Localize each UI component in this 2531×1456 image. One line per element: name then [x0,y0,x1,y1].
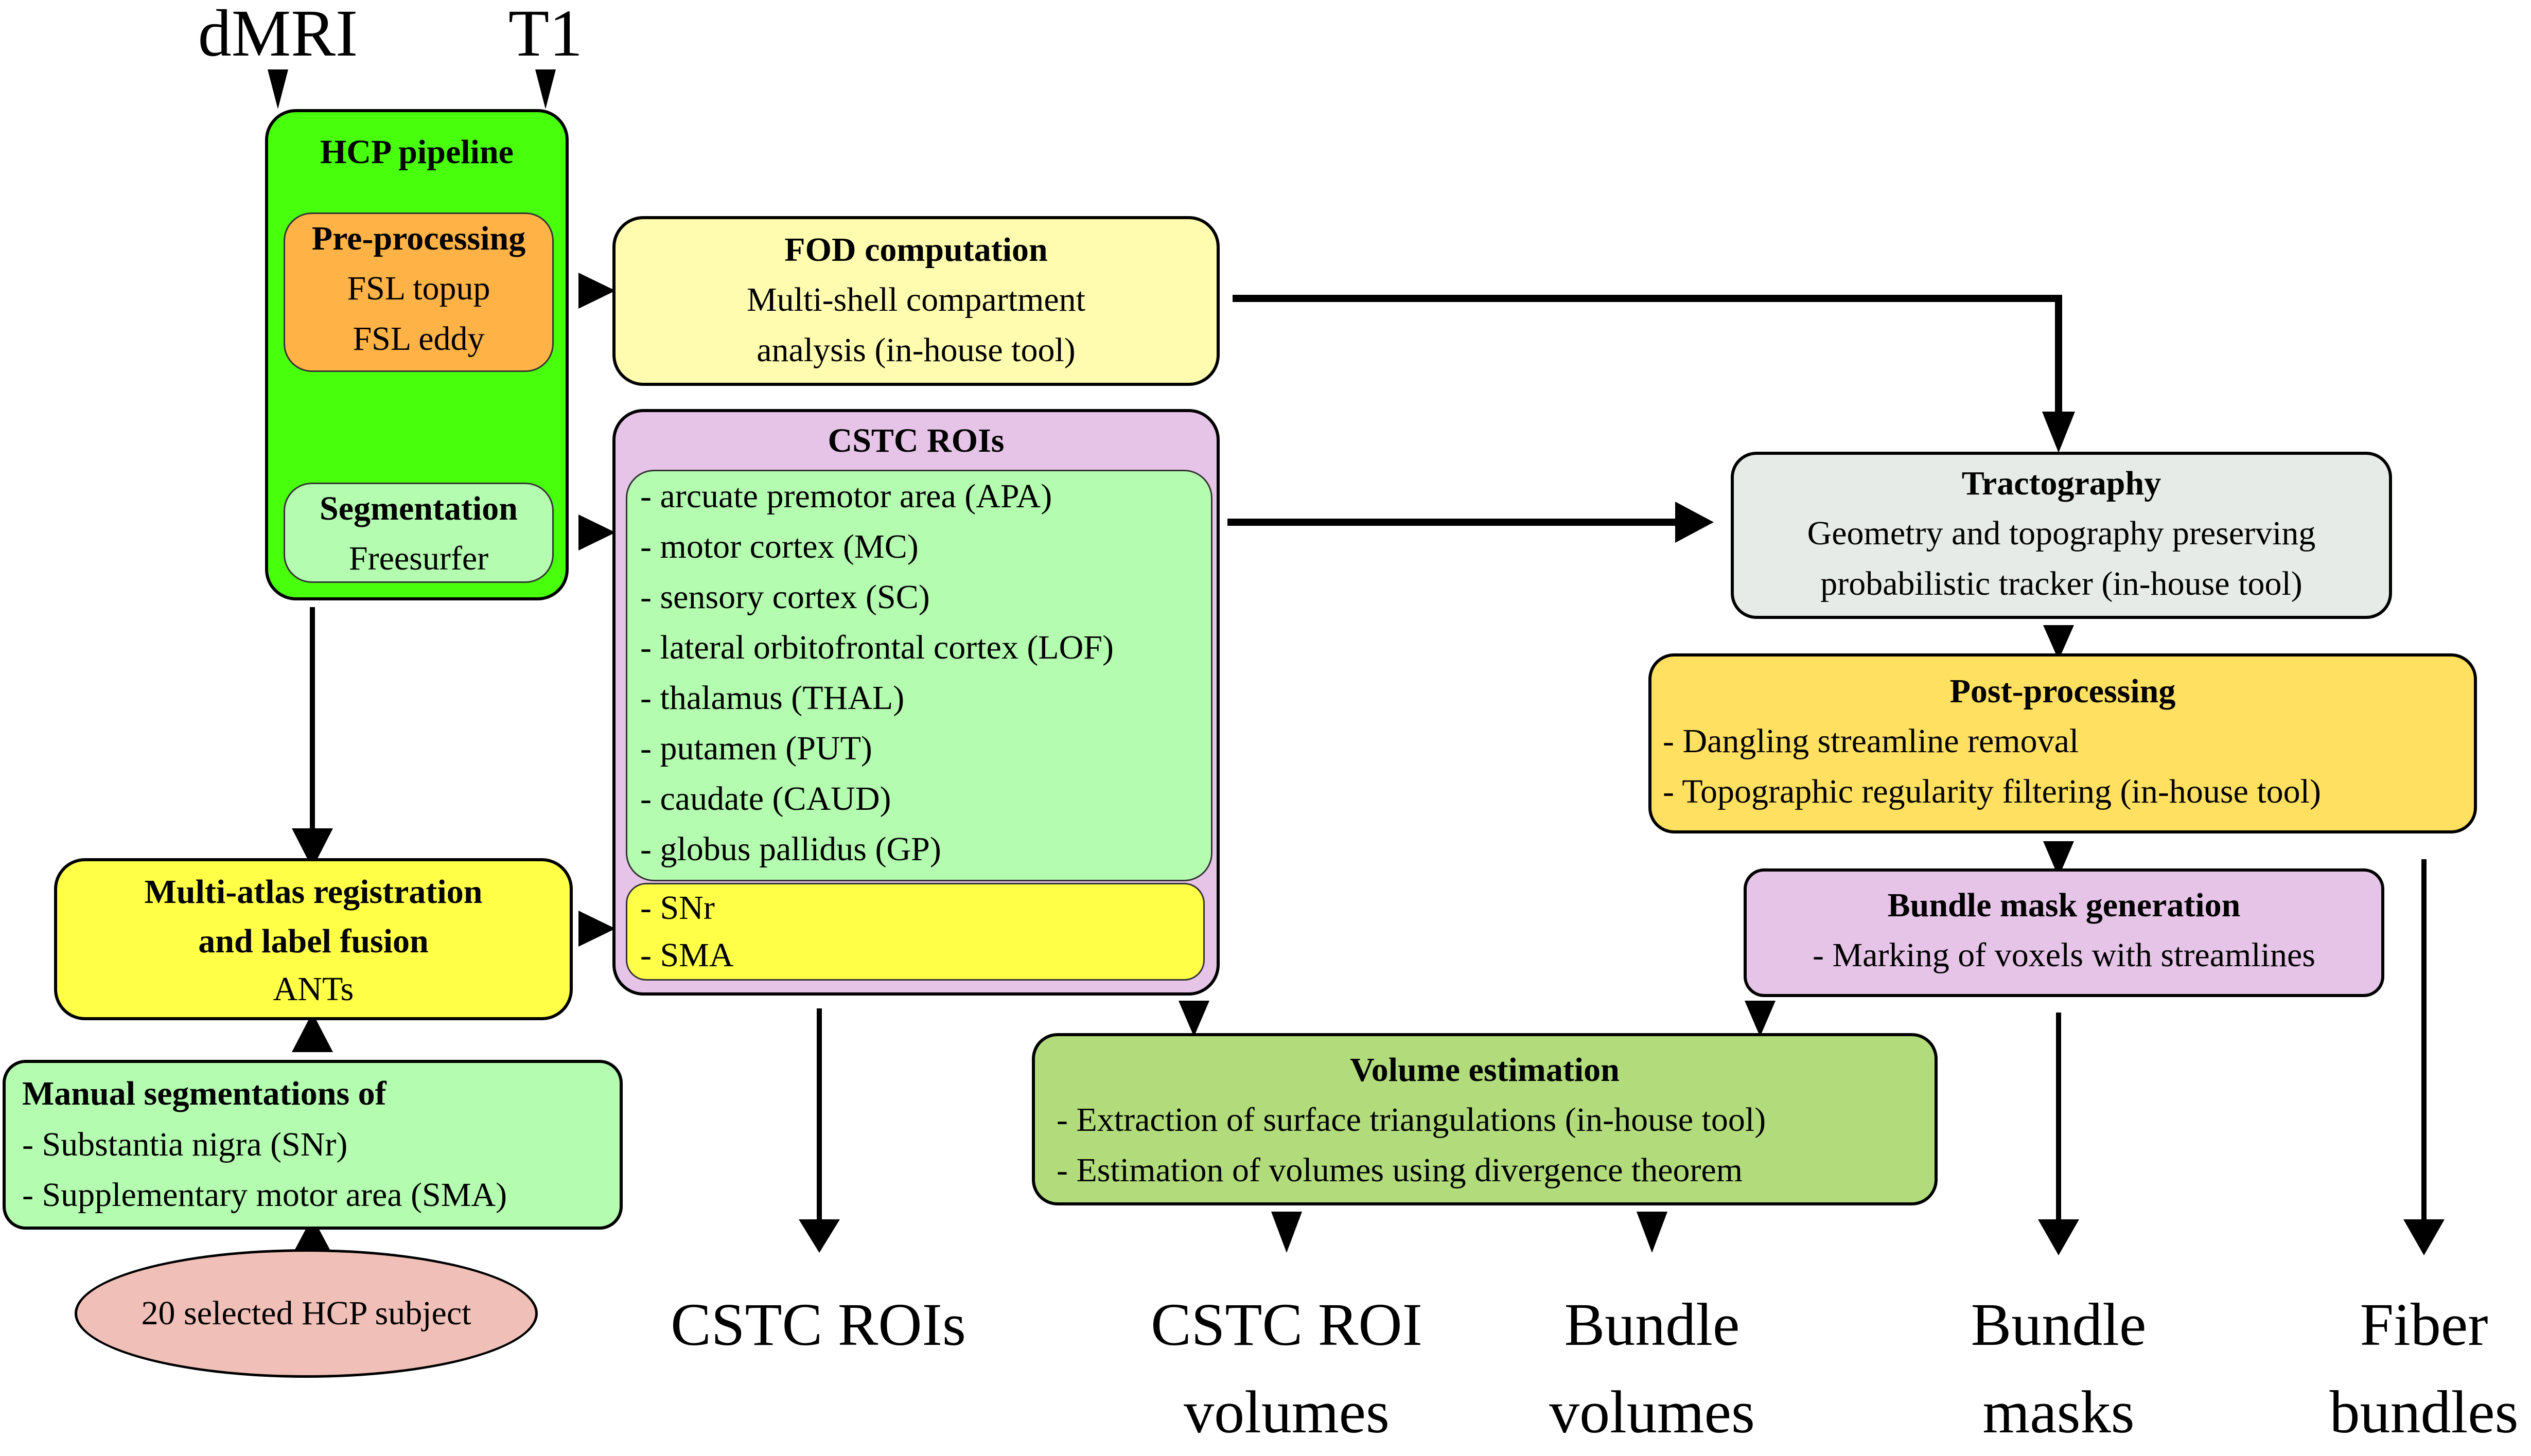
output-label: volumes [1184,1378,1390,1446]
volume-estimation-title: Volume estimation [1350,1051,1620,1089]
multi-atlas-title: and label fusion [198,922,429,960]
cstc-rois-title: CSTC ROIs [828,422,1005,459]
arrow-tract-to-post [2043,625,2074,660]
preprocessing-line: FSL eddy [353,320,485,358]
bundle-mask-item: - Marking of voxels with streamlines [1813,936,2315,974]
cstc-atlas-item: - SMA [640,936,734,974]
arrow-t1-to-hcp [535,69,556,109]
cstc-atlas-list: - SNr - SMA [626,883,1205,981]
output-label: volumes [1549,1378,1755,1446]
manual-segmentation-box: Manual segmentations of - Substantia nig… [3,1060,623,1230]
subjects-label: 20 selected HCP subject [141,1294,471,1332]
output-cstc-roi-volumes: CSTC ROI volumes [1112,1281,1462,1456]
segmentation-title: Segmentation [320,490,518,527]
cstc-roi-item: - globus pallidus (GP) [640,830,941,868]
preprocessing-box: Pre-processing FSL topup FSL eddy [284,212,554,372]
cstc-roi-item: - caudate (CAUD) [640,780,891,818]
fod-title: FOD computation [784,231,1048,269]
output-label: bundles [2329,1378,2519,1446]
manual-seg-item: - Substantia nigra (SNr) [22,1126,348,1163]
preprocessing-title: Pre-processing [311,220,526,257]
manual-seg-item: - Supplementary motor area (SMA) [22,1176,507,1214]
tractography-box: Tractography Geometry and topography pre… [1731,452,2392,619]
cstc-roi-item: - lateral orbitofrontal cortex (LOF) [640,629,1114,666]
arrow-preproc-to-fod [578,273,616,309]
arrow-manual-to-atlas [292,1013,333,1052]
arrow-cstc-to-tract [1675,502,1714,543]
output-cstc-rois: CSTC ROIs [633,1281,1004,1369]
tractography-line: Geometry and topography preserving [1807,514,2316,552]
hcp-pipeline-title: HCP pipeline [320,133,514,171]
post-processing-title: Post-processing [1949,672,2176,710]
output-label: Bundle [1971,1291,2147,1358]
cstc-atlas-item: - SNr [640,889,715,927]
arrow-cstc-to-volume [1179,1001,1209,1037]
input-dmri-label: dMRI [198,0,358,70]
manual-seg-title: Manual segmentations of [22,1075,386,1112]
arrow-mask-to-out [2038,1219,2079,1255]
output-label: Fiber [2360,1291,2488,1358]
volume-estimation-item: - Extraction of surface triangulations (… [1057,1101,1766,1139]
arrow-subjects-to-manual [292,1217,333,1255]
line-fod-to-tract [1233,295,2062,417]
output-bundle-masks: Bundle masks [1914,1281,2203,1456]
cstc-roi-item: - thalamus (THAL) [640,679,905,717]
fod-line: Multi-shell compartment [746,281,1086,318]
hcp-pipeline-box: HCP pipeline Pre-processing FSL topup FS… [265,109,569,600]
arrow-dmri-to-hcp [268,69,288,109]
bundle-mask-title: Bundle mask generation [1887,886,2241,924]
multi-atlas-box: Multi-atlas registration and label fusio… [54,858,573,1020]
post-processing-item: - Topographic regularity filtering (in-h… [1663,773,2321,810]
cstc-rois-box: CSTC ROIs - arcuate premotor area (APA) … [612,409,1220,996]
cstc-roi-item: - motor cortex (MC) [640,528,919,565]
volume-estimation-box: Volume estimation - Extraction of surfac… [1032,1033,1938,1205]
fod-computation-box: FOD computation Multi-shell compartment … [612,216,1220,386]
post-processing-item: - Dangling streamline removal [1663,722,2079,760]
subjects-ellipse: 20 selected HCP subject [75,1249,538,1378]
output-fiber-bundles: Fiber bundles [2280,1281,2531,1456]
preprocessing-line: FSL topup [347,270,490,307]
tractography-title: Tractography [1961,465,2161,502]
segmentation-line: Freesurfer [348,540,489,577]
arrow-atlas-to-cstc [578,911,616,947]
volume-estimation-item: - Estimation of volumes using divergence… [1057,1151,1743,1189]
arrow-hcp-to-atlas [292,828,333,868]
arrow-seg-to-cstc [578,514,616,551]
post-processing-box: Post-processing - Dangling streamline re… [1648,653,2477,833]
cstc-roi-item: - arcuate premotor area (APA) [640,477,1052,515]
output-label: masks [1982,1378,2135,1446]
output-bundle-volumes: Bundle volumes [1508,1281,1796,1456]
multi-atlas-title: Multi-atlas registration [144,873,483,911]
tractography-line: probabilistic tracker (in-house tool) [1820,565,2302,602]
arrow-post-to-fiber [2403,1219,2445,1255]
arrow-volume-to-roi-volumes [1271,1212,1302,1253]
cstc-roi-item: - sensory cortex (SC) [640,578,930,616]
arrow-cstc-to-out [799,1219,840,1253]
segmentation-box: Segmentation Freesurfer [284,483,554,583]
arrow-post-to-mask [2043,841,2074,877]
output-label: CSTC ROI [1151,1291,1422,1358]
cstc-freesurfer-list: - arcuate premotor area (APA) - motor co… [626,470,1212,881]
cstc-roi-item: - putamen (PUT) [640,730,872,767]
output-label: CSTC ROIs [671,1291,966,1358]
arrow-fod-to-tract [2042,412,2075,453]
input-t1-label: T1 [508,0,583,70]
multi-atlas-tool: ANTs [273,970,354,1008]
fod-line: analysis (in-house tool) [757,331,1076,369]
arrow-volume-to-bundle-volumes [1637,1212,1667,1253]
bundle-mask-box: Bundle mask generation - Marking of voxe… [1744,868,2384,997]
arrow-mask-to-volume [1745,1001,1776,1037]
output-label: Bundle [1564,1291,1740,1358]
